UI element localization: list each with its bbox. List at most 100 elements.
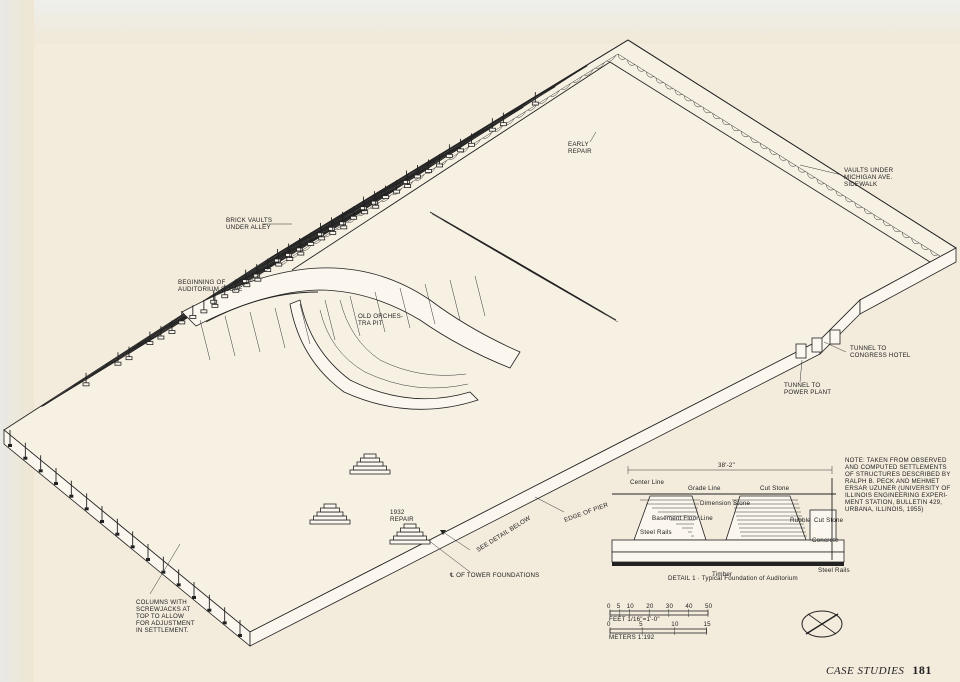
column-footing (340, 225, 348, 230)
note-line: NOTE: TAKEN FROM OBSERVED (845, 457, 947, 464)
slope-rib (199, 319, 211, 361)
column-footing (307, 242, 315, 246)
tower-footing-step (316, 511, 344, 517)
label-columns-4: FOR ADJUSTMENT (136, 620, 195, 627)
label-tunnel-power: TUNNEL TO (784, 382, 820, 389)
label-orchestra-pit-2: TRA PIT (358, 320, 383, 327)
label-brick-vaults: BRICK VAULTS (226, 217, 272, 224)
column-footing (285, 253, 293, 257)
label-columns-5: IN SETTLEMENT. (136, 627, 189, 634)
vault-arch (527, 104, 538, 111)
column-footing (146, 341, 154, 345)
label-edge-of-pier: EDGE OF PIER (563, 501, 609, 524)
tower-footing-step (320, 507, 340, 513)
wall-line (232, 86, 556, 284)
label-vaults-michigan-2: MICHIGAN AVE. (844, 174, 893, 181)
vault-arch (595, 62, 605, 69)
vault-arch (693, 101, 702, 108)
vault-arch (627, 59, 636, 66)
label-1932-repair: 1932 (390, 509, 405, 516)
column-footing (114, 361, 122, 366)
stage-beams (429, 211, 619, 323)
column-footing (318, 236, 326, 241)
scale-tick-label: 40 (685, 603, 693, 610)
column-footing (275, 262, 283, 267)
scale-tick-label: 10 (671, 621, 679, 628)
vault-arch (636, 65, 645, 72)
scale-tick-label: 15 (703, 621, 711, 628)
column-footing (499, 122, 507, 127)
source-note: NOTE: TAKEN FROM OBSERVED AND COMPUTED S… (845, 457, 950, 513)
column-footing (436, 163, 443, 168)
vault-arch (750, 137, 759, 143)
slope-rib (474, 275, 486, 317)
column-footing (189, 314, 197, 319)
vault-arch (740, 131, 749, 137)
column-footing (393, 189, 401, 194)
column-footing (286, 257, 294, 261)
screwjack-base (207, 608, 212, 612)
vault-arch (539, 97, 549, 104)
vault-arch (460, 146, 470, 153)
vault-arch (721, 119, 730, 126)
vault-arch (892, 226, 901, 232)
scale-tick-label: 20 (646, 603, 654, 610)
tunnels (795, 329, 841, 359)
column-footing (168, 330, 176, 334)
tower-footing-step (363, 453, 377, 459)
tower-footing-step (393, 535, 427, 541)
column-footing (82, 382, 90, 387)
vault-arch (863, 208, 872, 215)
screwjack-base (69, 494, 74, 498)
column-footing (297, 251, 305, 256)
vault-arch (561, 83, 571, 90)
slope-rib (399, 287, 411, 329)
screwjack-base (115, 532, 120, 536)
wall-line (168, 127, 492, 325)
vault-arch (415, 174, 425, 181)
tower-footing-step (356, 461, 384, 467)
column-footing (360, 206, 367, 211)
column-footing (125, 356, 133, 361)
detail-label: Rubble (790, 517, 811, 524)
foundation-detail: 38'-2" Center Line Grade Line Cut Stone … (611, 462, 850, 582)
vault-arch (873, 214, 882, 221)
column-footing (274, 258, 281, 263)
wall-line (200, 106, 524, 304)
column-footing (425, 169, 432, 173)
vault-arch (617, 53, 626, 60)
scale-tick-label: 5 (617, 603, 621, 610)
label-early-repair: EARLY (568, 141, 589, 148)
slope-rib (224, 315, 236, 357)
column-footing (296, 247, 304, 252)
screwjack-base (238, 634, 242, 637)
detail-label: Basement Floor Line (652, 515, 713, 522)
slope-rib (324, 299, 336, 341)
column-footing (350, 215, 358, 220)
slope-rib (374, 291, 386, 333)
label-tunnel-congress: TUNNEL TO (850, 345, 886, 352)
north-arrow (801, 610, 843, 638)
screwjack-base (176, 583, 181, 587)
slope-rib (449, 279, 461, 321)
vault-arch (646, 71, 655, 78)
screwjack-base (130, 545, 135, 549)
vault-arch (911, 238, 920, 244)
label-auditorium-slope: BEGINNING OF (178, 279, 225, 286)
label-early-repair-2: REPAIR (568, 148, 592, 155)
screwjack-base (146, 558, 150, 561)
scale-meters-bar (609, 628, 707, 634)
scale-tick-label: 0 (607, 603, 611, 610)
column-footing (403, 180, 410, 184)
detail-label: Steel Rails (640, 529, 672, 536)
label-columns-2: SCREWJACKS AT (136, 606, 190, 613)
vault-arch (731, 125, 740, 131)
screwjack-base (23, 456, 28, 460)
tower-footing-step (323, 503, 337, 509)
vault-arch (816, 178, 825, 185)
stage-beam (527, 269, 619, 323)
detail-label: Grade Line (688, 485, 721, 492)
screwjack-base (222, 621, 227, 625)
